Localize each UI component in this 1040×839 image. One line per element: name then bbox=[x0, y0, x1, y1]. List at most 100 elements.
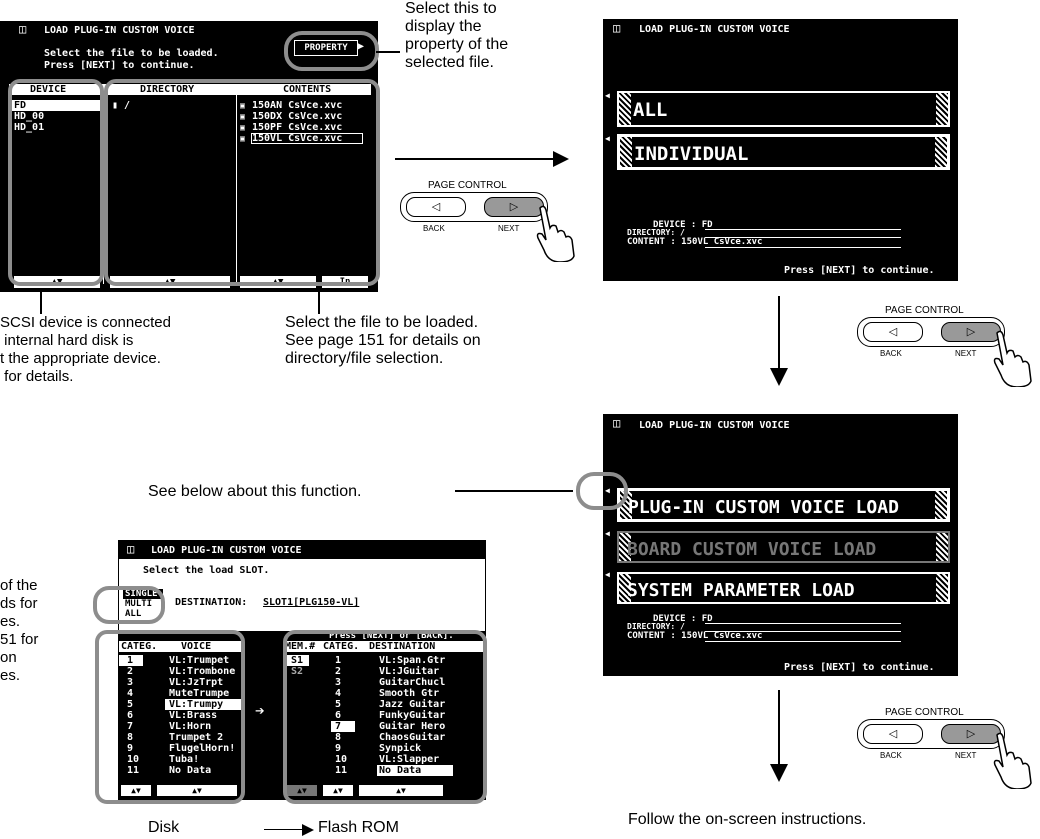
dest-voice-name[interactable]: VL:Slapper bbox=[379, 754, 440, 765]
selected-mem bbox=[285, 655, 309, 666]
dest-categ-number[interactable]: 1 bbox=[335, 655, 342, 666]
mem-item[interactable]: S2 bbox=[291, 666, 304, 677]
scroll-dest-button[interactable]: ▲▼ bbox=[359, 785, 443, 796]
hand-icon bbox=[536, 205, 575, 262]
dest-categ-number[interactable]: 4 bbox=[335, 688, 342, 699]
option-system-parameter-load[interactable]: SYSTEM PARAMETER LOAD bbox=[617, 572, 950, 604]
mode-list[interactable]: SINGLE MULTI ALL bbox=[123, 589, 163, 629]
hdr-categ2: CATEG. bbox=[323, 641, 360, 652]
dest-voice-name[interactable]: Guitar Hero bbox=[379, 721, 446, 732]
dest-categ-number[interactable]: 2 bbox=[335, 666, 342, 677]
device-label: DEVICE : FD bbox=[653, 614, 713, 624]
source-categ-number[interactable]: 3 bbox=[127, 677, 134, 688]
dest-categ-number[interactable]: 8 bbox=[335, 732, 342, 743]
back-button[interactable]: ◁ bbox=[863, 724, 923, 744]
flow-arrow bbox=[395, 158, 555, 160]
option-label: SYSTEM PARAMETER LOAD bbox=[627, 580, 855, 601]
directory-item[interactable]: / bbox=[124, 100, 131, 111]
source-voice-name[interactable]: VL:Trombone bbox=[169, 666, 236, 677]
dest-voice-name[interactable]: VL:Span.Gtr bbox=[379, 655, 446, 666]
source-categ-number[interactable]: 6 bbox=[127, 710, 134, 721]
hdr-bar-left bbox=[119, 641, 244, 652]
source-voice-name[interactable]: Tuba! bbox=[169, 754, 200, 765]
mode-multi[interactable]: MULTI bbox=[125, 599, 153, 609]
device-item[interactable]: HD_01 bbox=[14, 122, 45, 133]
option-plugin-voice-load[interactable]: PLUG-IN CUSTOM VOICE LOAD bbox=[617, 488, 950, 522]
content-item[interactable]: 150VL CsVce.xvc bbox=[252, 133, 343, 144]
source-categ-number[interactable]: 10 bbox=[127, 754, 140, 765]
device-item-selected[interactable] bbox=[12, 100, 104, 111]
source-voice-name[interactable]: VL:Horn bbox=[169, 721, 212, 732]
destination-value[interactable]: SLOT1[PLG150-VL] bbox=[263, 597, 360, 608]
disk-icon: ◫ bbox=[613, 416, 621, 430]
source-voice-name[interactable]: VL:JzTrpt bbox=[169, 677, 224, 688]
dest-categ-number[interactable]: 7 bbox=[335, 721, 342, 732]
page-control: PAGE CONTROL ◁ ▷ BACK NEXT bbox=[398, 180, 575, 262]
selected-dest bbox=[377, 765, 453, 776]
option-all[interactable]: ALL bbox=[617, 91, 950, 127]
option-individual[interactable]: INDIVIDUAL bbox=[617, 134, 950, 170]
screen-title: LOAD PLUG-IN CUSTOM VOICE bbox=[151, 545, 302, 556]
scroll-categ2-button[interactable]: ▲▼ bbox=[323, 785, 353, 796]
scroll-categ-button[interactable]: ▲▼ bbox=[121, 785, 151, 796]
next-label: NEXT bbox=[955, 349, 977, 358]
mode-all[interactable]: ALL bbox=[125, 609, 142, 619]
source-categ-number[interactable]: 4 bbox=[127, 688, 134, 699]
flow-arrow-head bbox=[302, 824, 314, 836]
dest-voice-name[interactable]: Synpick bbox=[379, 743, 422, 754]
device-item[interactable]: HD_00 bbox=[14, 111, 45, 122]
source-categ-number[interactable]: 11 bbox=[127, 765, 140, 776]
back-button[interactable]: ◁ bbox=[863, 322, 923, 342]
source-voice-name[interactable]: VL:Brass bbox=[169, 710, 218, 721]
dest-categ-number[interactable]: 3 bbox=[335, 677, 342, 688]
dest-voice-name[interactable]: GuitarChucl bbox=[379, 677, 446, 688]
content-item[interactable]: 150AN CsVce.xvc bbox=[252, 100, 343, 111]
leader-line bbox=[376, 51, 400, 53]
selected-categ-left bbox=[119, 655, 143, 666]
dest-categ-number[interactable]: 6 bbox=[335, 710, 342, 721]
dest-categ-number[interactable]: 9 bbox=[335, 743, 342, 754]
dest-voice-name[interactable]: Jazz Guitar bbox=[379, 699, 446, 710]
scroll-voice-button[interactable]: ▲▼ bbox=[157, 785, 237, 796]
mode-single[interactable]: SINGLE bbox=[123, 589, 163, 599]
dest-voice-name[interactable]: Smooth Gtr bbox=[379, 688, 440, 699]
option-board-voice-load[interactable]: BOARD CUSTOM VOICE LOAD bbox=[617, 531, 950, 563]
dest-voice-name[interactable]: No Data bbox=[379, 765, 422, 776]
content-item[interactable]: 150DX CsVce.xvc bbox=[252, 111, 343, 122]
dest-categ-number[interactable]: 10 bbox=[335, 754, 348, 765]
mem-item[interactable]: S1 bbox=[291, 655, 304, 666]
source-voice-name[interactable]: No Data bbox=[169, 765, 212, 776]
back-button[interactable]: ◁ bbox=[406, 197, 466, 217]
content-item-selected[interactable] bbox=[251, 133, 363, 144]
source-voice-name[interactable]: MuteTrumpe bbox=[169, 688, 230, 699]
dest-categ-number[interactable]: 5 bbox=[335, 699, 342, 710]
dest-voice-name[interactable]: FunkyGuitar bbox=[379, 710, 446, 721]
hdr-mem: MEM.# bbox=[285, 641, 316, 652]
scroll-mem-button[interactable]: ▲▼ bbox=[287, 785, 317, 796]
source-categ-number[interactable]: 9 bbox=[127, 743, 134, 754]
screen-load-type: ◫ LOAD PLUG-IN CUSTOM VOICE ◀ PLUG-IN CU… bbox=[603, 414, 958, 676]
next-label: NEXT bbox=[955, 751, 977, 760]
source-voice-name[interactable]: Trumpet 2 bbox=[169, 732, 224, 743]
dest-voice-name[interactable]: ChaosGuitar bbox=[379, 732, 446, 743]
source-voice-name[interactable]: VL:Trumpet bbox=[169, 655, 230, 666]
source-categ-number[interactable]: 2 bbox=[127, 666, 134, 677]
source-categ-number[interactable]: 5 bbox=[127, 699, 134, 710]
source-categ-number[interactable]: 8 bbox=[127, 732, 134, 743]
destination-label: DESTINATION: bbox=[175, 597, 248, 608]
device-item[interactable]: FD bbox=[14, 100, 27, 111]
source-voice-name[interactable]: VL:Trumpy bbox=[169, 699, 224, 710]
dest-voice-name[interactable]: VL:JGuitar bbox=[379, 666, 440, 677]
next-button[interactable]: ▷ bbox=[484, 197, 544, 217]
highlight-arrow bbox=[576, 472, 628, 510]
content-item[interactable]: 150PF CsVce.xvc bbox=[252, 122, 343, 133]
hdr-dest: DESTINATION bbox=[369, 641, 436, 652]
source-categ-number[interactable]: 7 bbox=[127, 721, 134, 732]
source-categ-number[interactable]: 1 bbox=[127, 655, 134, 666]
continue-text: Press [NEXT] to continue. bbox=[784, 662, 935, 673]
page-control-title: PAGE CONTROL bbox=[428, 180, 507, 191]
function-note: See below about this function. bbox=[148, 483, 362, 500]
dest-categ-number[interactable]: 11 bbox=[335, 765, 348, 776]
disk-icon: ◫ bbox=[19, 22, 27, 36]
source-voice-name[interactable]: FlugelHorn! bbox=[169, 743, 236, 754]
